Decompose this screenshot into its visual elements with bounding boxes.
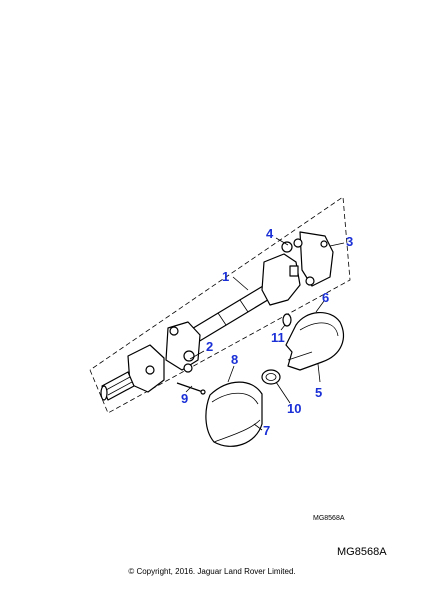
clip-ring xyxy=(261,369,281,385)
upper-boot xyxy=(285,312,344,371)
callout-9: 9 xyxy=(181,391,188,406)
callout-2: 2 xyxy=(206,339,213,354)
copyright-notice: © Copyright, 2016. Jaguar Land Rover Lim… xyxy=(128,567,296,576)
lower-universal-joint xyxy=(127,321,201,393)
leader-lines xyxy=(185,237,345,431)
splined-input-shaft xyxy=(100,371,135,401)
callout-7: 7 xyxy=(263,423,270,438)
callout-6: 6 xyxy=(322,290,329,305)
callout-4: 4 xyxy=(266,226,274,241)
figure-reference-small: MG8568A xyxy=(313,515,345,522)
callout-11: 11 xyxy=(271,330,285,345)
callout-8: 8 xyxy=(231,352,238,367)
upper-universal-joint xyxy=(261,231,334,306)
callout-1: 1 xyxy=(222,269,229,284)
callout-10: 10 xyxy=(287,401,301,416)
figure-reference-large: MG8568A xyxy=(337,546,387,558)
washer xyxy=(282,313,292,327)
callout-3: 3 xyxy=(346,234,353,249)
lower-boot xyxy=(205,381,263,447)
assembly-envelope xyxy=(89,196,351,414)
callout-5: 5 xyxy=(315,385,322,400)
